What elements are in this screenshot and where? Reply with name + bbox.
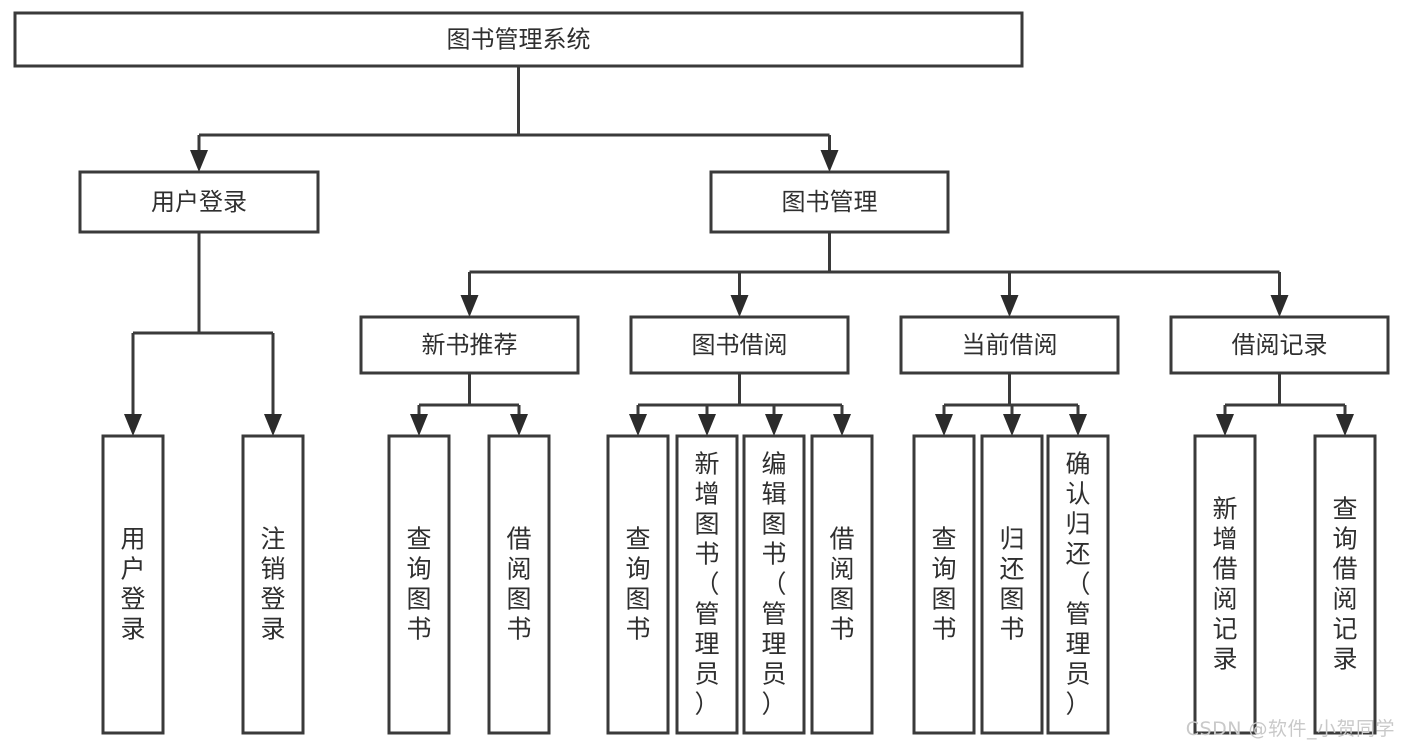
node-label: 图书管理系统 <box>447 26 591 54</box>
arrow-head-icon <box>730 295 749 317</box>
arrow-head-icon <box>820 150 839 172</box>
node-box <box>629 315 850 375</box>
node-box <box>387 434 451 735</box>
node-label: 新增图书（管理员） <box>694 450 719 719</box>
connector-layer <box>124 66 1354 436</box>
arrow-head-icon <box>124 414 142 436</box>
node-label: 借阅记录 <box>1232 331 1328 359</box>
node-label: 查询图书 <box>625 525 650 644</box>
node-leaf-4[interactable]: 借阅图书 <box>487 434 551 735</box>
arrow-head-icon <box>264 414 282 436</box>
node-label: 查询图书 <box>931 525 956 644</box>
node-box <box>980 434 1044 735</box>
node-leaf-12[interactable]: 新增借阅记录 <box>1193 434 1257 735</box>
node-label: 编辑图书（管理员） <box>761 450 786 719</box>
arrow-head-icon <box>765 414 783 436</box>
node-leaf-7[interactable]: 编辑图书（管理员） <box>742 434 806 735</box>
arrow-head-icon <box>1069 414 1087 436</box>
arrow-head-icon <box>1003 414 1021 436</box>
node-leaf-10[interactable]: 归还图书 <box>980 434 1044 735</box>
node-leaf-13[interactable]: 查询借阅记录 <box>1313 434 1377 735</box>
node-label: 借阅图书 <box>829 525 854 644</box>
node-label: 用户登录 <box>120 525 145 644</box>
node-leaf-2[interactable]: 注销登录 <box>241 434 305 735</box>
node-box <box>101 434 165 735</box>
arrow-head-icon <box>510 414 528 436</box>
arrow-head-icon <box>1270 295 1289 317</box>
node-box <box>1046 434 1110 735</box>
arrow-head-icon <box>1216 414 1234 436</box>
node-box <box>675 434 739 735</box>
node-label: 借阅图书 <box>506 525 531 644</box>
arrow-head-icon <box>833 414 851 436</box>
node-root-system[interactable]: 图书管理系统 <box>13 11 1024 68</box>
arrow-head-icon <box>410 414 428 436</box>
node-box <box>1313 434 1377 735</box>
node-level2-2[interactable]: 图书管理 <box>709 170 950 234</box>
node-label: 查询图书 <box>406 525 431 644</box>
node-box <box>810 434 874 735</box>
arrow-head-icon <box>629 414 647 436</box>
node-leaf-3[interactable]: 查询图书 <box>387 434 451 735</box>
node-box <box>241 434 305 735</box>
node-box <box>899 315 1120 375</box>
node-label: 注销登录 <box>260 525 285 644</box>
arrow-head-icon <box>460 295 479 317</box>
node-level3-1[interactable]: 新书推荐 <box>359 315 580 375</box>
node-box <box>1169 315 1390 375</box>
node-level3-3[interactable]: 当前借阅 <box>899 315 1120 375</box>
node-leaf-8[interactable]: 借阅图书 <box>810 434 874 735</box>
node-box <box>606 434 670 735</box>
node-box <box>359 315 580 375</box>
arrow-head-icon <box>1000 295 1019 317</box>
node-label: 查询借阅记录 <box>1332 495 1357 674</box>
node-box <box>912 434 976 735</box>
node-level2-1[interactable]: 用户登录 <box>78 170 320 234</box>
node-box <box>1193 434 1257 735</box>
node-leaf-11[interactable]: 确认归还（管理员） <box>1046 434 1110 735</box>
node-leaf-6[interactable]: 新增图书（管理员） <box>675 434 739 735</box>
node-label: 归还图书 <box>999 525 1024 644</box>
node-box <box>13 11 1024 68</box>
node-leaf-1[interactable]: 用户登录 <box>101 434 165 735</box>
node-label: 用户登录 <box>151 188 247 216</box>
node-label: 当前借阅 <box>962 331 1058 359</box>
arrow-head-icon <box>190 150 208 172</box>
arrow-head-icon <box>698 414 716 436</box>
arrow-head-icon <box>935 414 953 436</box>
node-level3-2[interactable]: 图书借阅 <box>629 315 850 375</box>
node-box <box>78 170 320 234</box>
node-box <box>487 434 551 735</box>
node-label: 新书推荐 <box>422 331 518 359</box>
node-label: 新增借阅记录 <box>1212 495 1237 674</box>
node-box <box>709 170 950 234</box>
node-leaf-5[interactable]: 查询图书 <box>606 434 670 735</box>
node-leaf-9[interactable]: 查询图书 <box>912 434 976 735</box>
node-layer: 图书管理系统用户登录图书管理新书推荐图书借阅当前借阅借阅记录用户登录注销登录查询… <box>13 11 1390 735</box>
node-level3-4[interactable]: 借阅记录 <box>1169 315 1390 375</box>
arrow-head-icon <box>1336 414 1354 436</box>
node-box <box>742 434 806 735</box>
node-label: 确认归还（管理员） <box>1065 450 1090 719</box>
node-label: 图书借阅 <box>692 331 788 359</box>
node-label: 图书管理 <box>782 188 878 216</box>
